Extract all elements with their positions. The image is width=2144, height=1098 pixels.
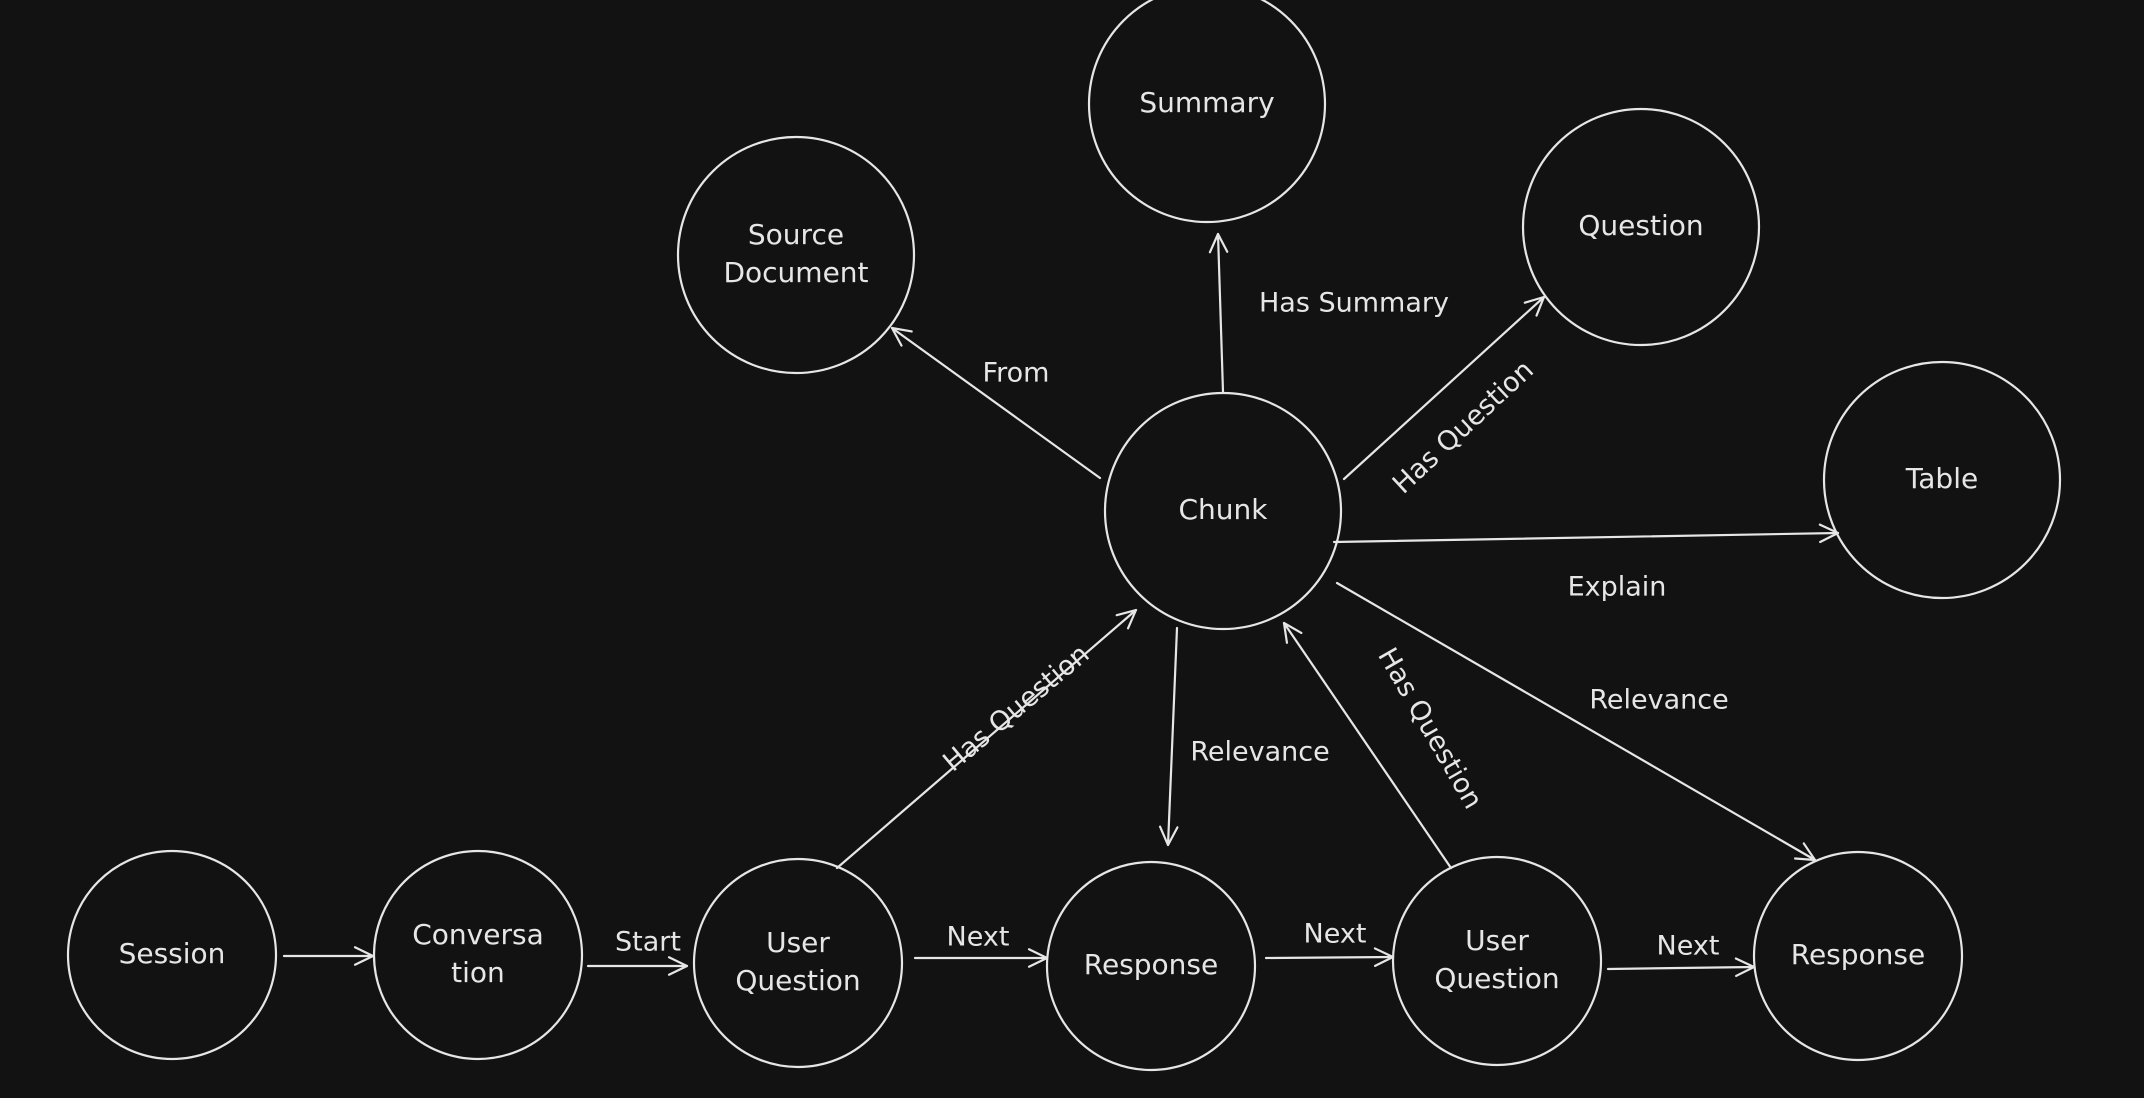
node-label: Conversa — [412, 918, 543, 951]
edge-user-question-2-has-question — [1282, 621, 1453, 870]
edge-conversation-start — [586, 956, 689, 976]
arrow-head-icon — [1818, 523, 1840, 544]
arrow-head-icon — [1208, 232, 1229, 254]
node-label: Question — [1578, 209, 1703, 242]
node-summary: Summary — [1087, 0, 1327, 224]
node-response-2: Response — [1752, 850, 1964, 1062]
node-label: Question — [1434, 962, 1559, 995]
node-circle — [676, 135, 916, 375]
edge-line — [1264, 955, 1395, 960]
arrow-head-icon — [667, 956, 689, 976]
arrow-head-icon — [1158, 825, 1179, 847]
edge-label-chunk-relevance-response-1: Relevance — [1190, 737, 1329, 768]
node-label: User — [1465, 924, 1529, 957]
edge-label-conversation-start: Start — [615, 927, 681, 958]
edge-label-chunk-explain-table: Explain — [1568, 572, 1667, 603]
node-table: Table — [1822, 360, 2062, 600]
arrow-head-icon — [1523, 295, 1546, 317]
node-circle — [1521, 107, 1761, 347]
edge-line — [1282, 621, 1453, 870]
edge-label-next-2: Next — [1304, 919, 1367, 950]
node-label: tion — [451, 956, 505, 989]
node-label: Response — [1791, 938, 1925, 971]
node-circle — [1103, 391, 1343, 631]
arrow-head-icon — [890, 326, 913, 347]
node-circle — [66, 849, 278, 1061]
node-circle — [692, 857, 904, 1069]
node-circle — [1822, 360, 2062, 600]
edges-layer — [282, 232, 1840, 978]
edge-label-next-3: Next — [1657, 931, 1720, 962]
edge-label-chunk-has-summary: Has Summary — [1259, 288, 1449, 319]
node-response-1: Response — [1045, 860, 1257, 1072]
node-label: Table — [1905, 462, 1978, 495]
edge-line — [1342, 295, 1546, 481]
node-label: Summary — [1139, 86, 1274, 119]
edge-chunk-relevance-response-2 — [1335, 581, 1817, 862]
edge-line — [1606, 965, 1756, 971]
arrow-head-icon — [1793, 842, 1817, 862]
edge-line — [1166, 626, 1179, 847]
edge-label-chunk-from-source: From — [983, 358, 1050, 389]
edge-user-question-1-has-question — [835, 608, 1138, 870]
node-circle — [1045, 860, 1257, 1072]
edge-chunk-has-question — [1342, 295, 1546, 481]
node-session: Session — [66, 849, 278, 1061]
node-label: Question — [735, 964, 860, 997]
node-question: Question — [1521, 107, 1761, 347]
node-conversation: Conversa tion — [372, 849, 584, 1061]
arrow-head-icon — [1282, 621, 1303, 644]
edge-line — [890, 326, 1102, 480]
edge-label-next-1: Next — [947, 922, 1010, 953]
node-circle — [1391, 855, 1603, 1067]
edge-chunk-has-summary — [1208, 232, 1229, 394]
node-label: Document — [723, 256, 868, 289]
arrow-head-icon — [1115, 608, 1138, 630]
edge-line — [1216, 232, 1225, 394]
edge-chunk-relevance-response-1 — [1158, 626, 1179, 847]
node-label: Response — [1084, 948, 1218, 981]
edge-label-chunk-relevance-response-2: Relevance — [1589, 685, 1728, 716]
node-circle — [1752, 850, 1964, 1062]
edge-line — [1332, 531, 1840, 544]
edge-line — [835, 608, 1138, 870]
edge-chunk-from-source — [890, 326, 1102, 480]
node-label: Source — [748, 218, 844, 251]
edge-line — [1335, 581, 1817, 862]
node-circle — [372, 849, 584, 1061]
node-label: User — [766, 926, 830, 959]
node-circle — [1087, 0, 1327, 224]
edge-chunk-explain-table — [1332, 523, 1840, 544]
node-label: Session — [119, 937, 226, 970]
nodes-layer: SummarySourceDocumentQuestionChunkTableS… — [66, 0, 2062, 1072]
node-label: Chunk — [1178, 493, 1268, 526]
node-chunk: Chunk — [1103, 391, 1343, 631]
